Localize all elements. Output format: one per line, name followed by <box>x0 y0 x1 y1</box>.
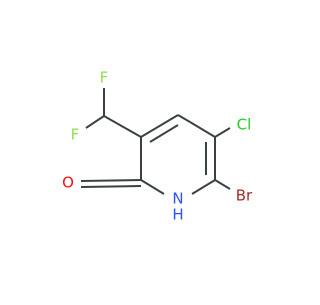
atom-f-top: F <box>100 69 109 87</box>
atom-bromine: Br <box>236 187 253 205</box>
atom-nitrogen: N <box>172 190 183 208</box>
bond-n-c2 <box>140 179 165 195</box>
bond-c4-c4b <box>177 114 191 123</box>
bond-c3-c4-outer <box>140 114 179 138</box>
bond-c3-chf2 <box>103 115 142 138</box>
bond-c6-br <box>214 179 231 190</box>
bond-c2-o-2 <box>80 185 142 188</box>
bond-c2-o-1 <box>80 179 142 182</box>
atom-oxygen: O <box>62 174 74 192</box>
bond-c5-cl <box>214 127 231 138</box>
bond-c4-c5 <box>189 121 216 138</box>
molecule-diagram: F F Cl Br O N H <box>62 68 254 224</box>
atom-f-left: F <box>71 126 80 144</box>
structure-svg: F F Cl Br O N H <box>62 69 253 224</box>
bond-chf2-f-left <box>85 115 105 129</box>
bond-c6-n <box>191 179 216 195</box>
atom-hydrogen: H <box>172 206 183 224</box>
bond-c3-c4-inner <box>149 124 179 143</box>
atom-chlorine: Cl <box>237 116 252 134</box>
